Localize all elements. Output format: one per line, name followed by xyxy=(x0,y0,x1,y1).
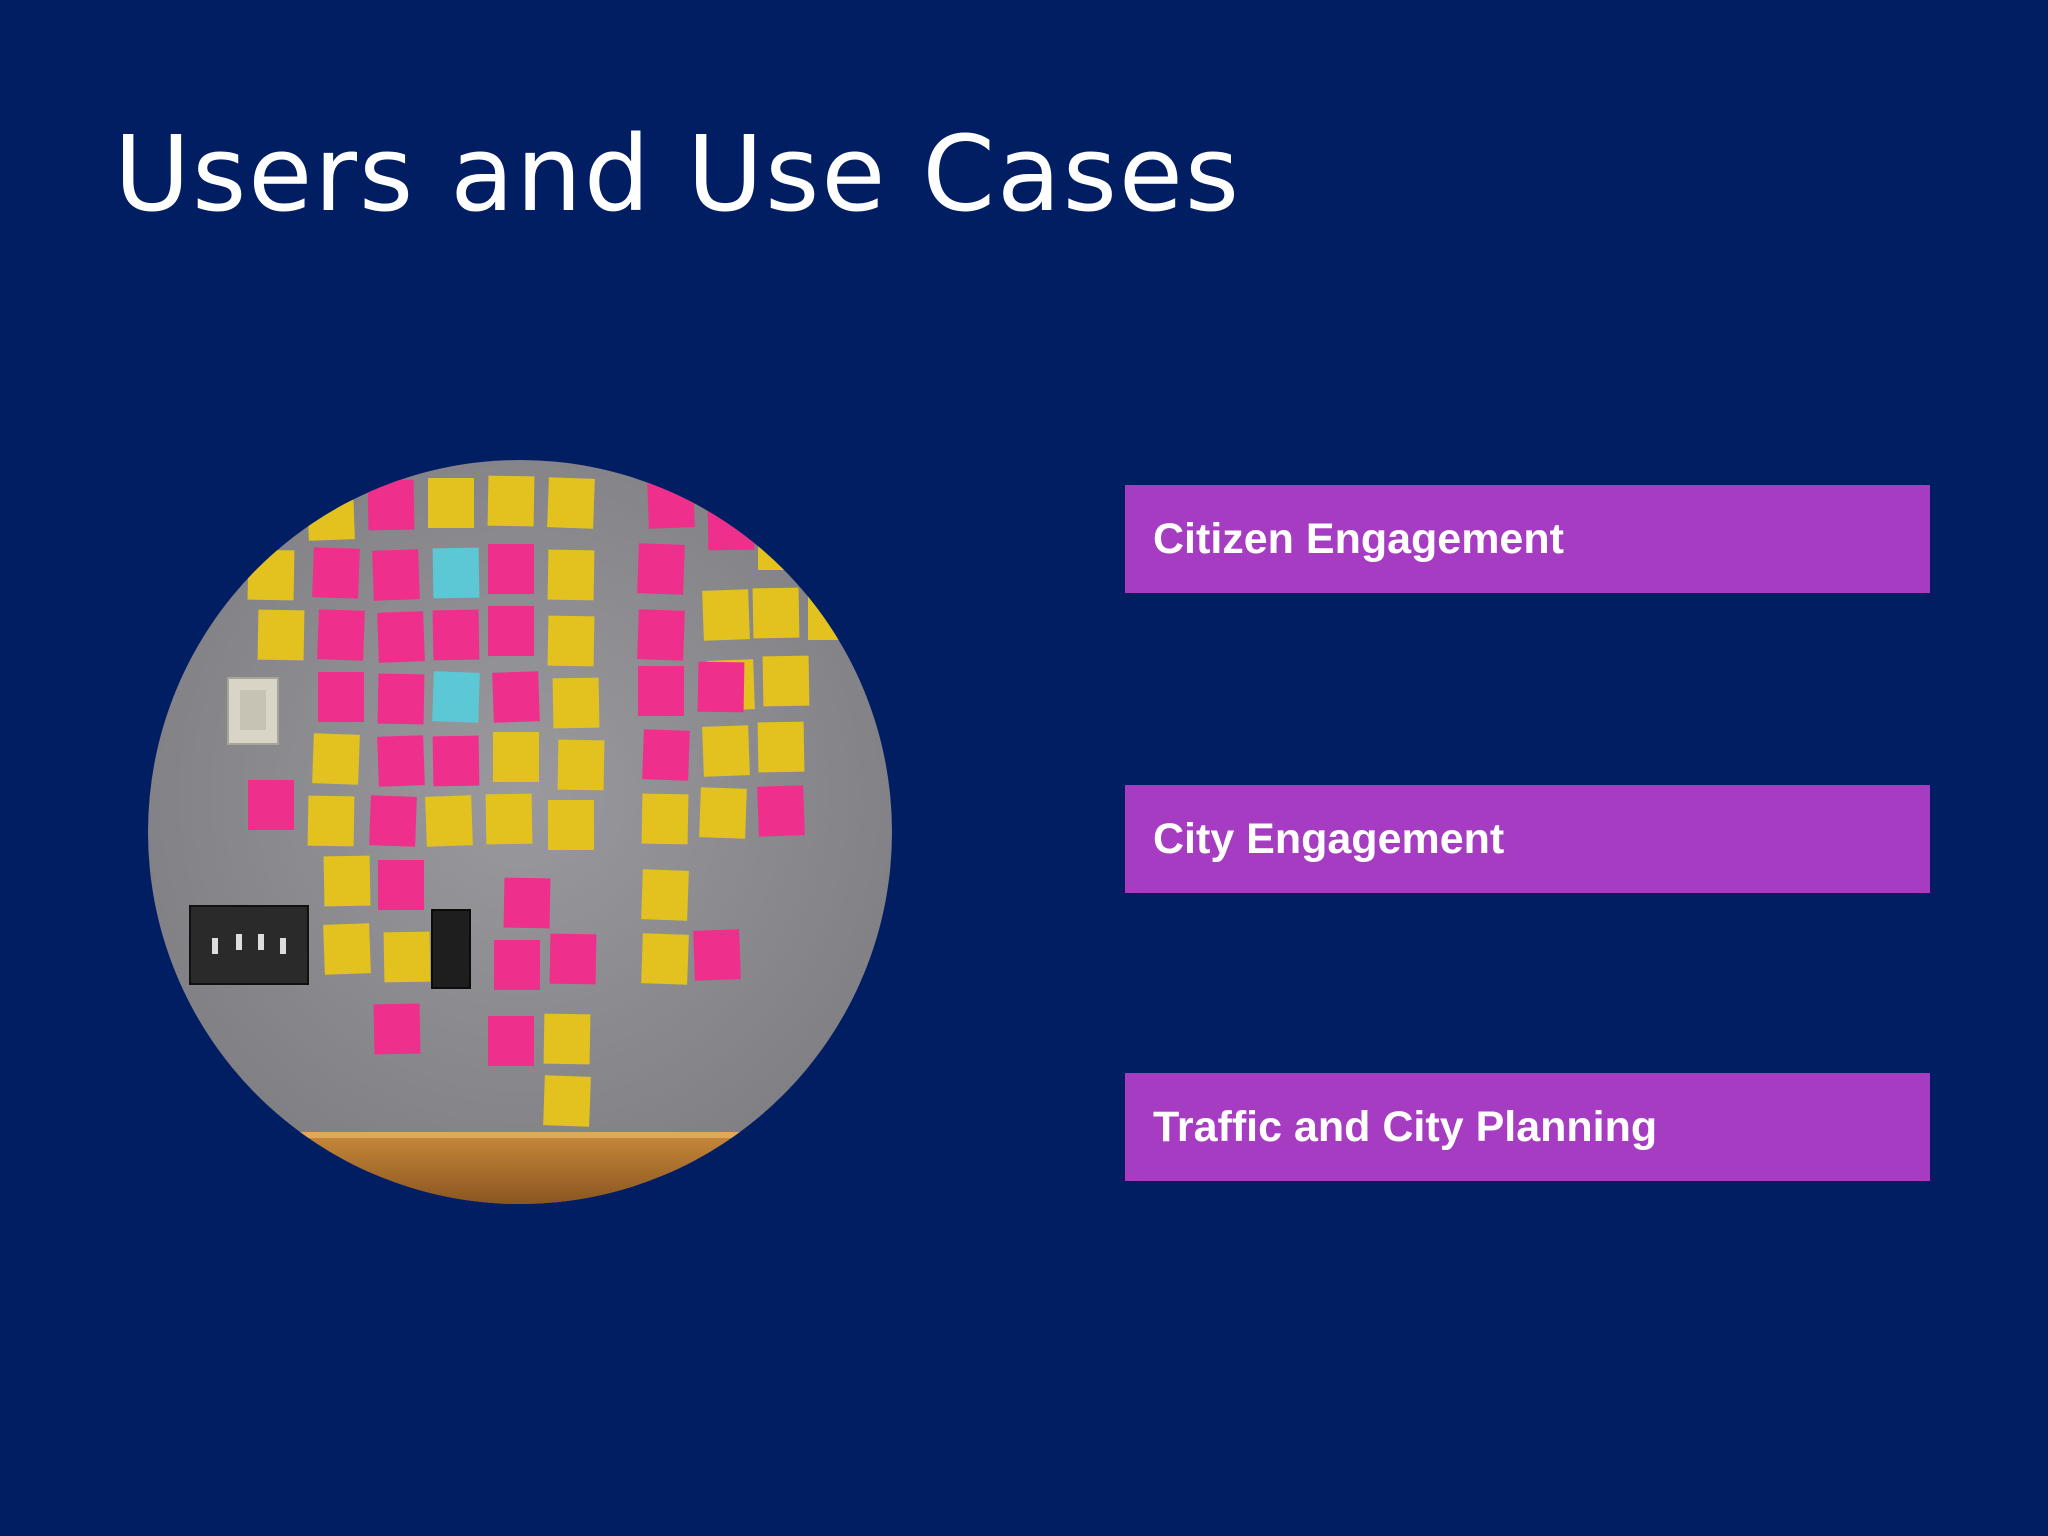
use-case-city-engagement: City Engagement xyxy=(1125,785,1930,893)
sticky-note xyxy=(485,793,533,845)
sticky-note xyxy=(757,785,805,837)
use-case-label: City Engagement xyxy=(1153,814,1505,863)
sticky-note xyxy=(762,655,810,707)
sticky-note xyxy=(642,729,690,781)
use-case-label: Traffic and City Planning xyxy=(1153,1102,1658,1151)
use-case-citizen-engagement: Citizen Engagement xyxy=(1125,485,1930,593)
sticky-note xyxy=(808,590,854,640)
sticky-note xyxy=(372,549,420,601)
sticky-note xyxy=(487,475,535,527)
sticky-note xyxy=(383,931,431,983)
sticky-note xyxy=(432,671,480,723)
sticky-note xyxy=(257,609,305,661)
sticky-note xyxy=(503,877,551,929)
switch-plate xyxy=(189,905,309,985)
sticky-note xyxy=(547,615,595,667)
sticky-note xyxy=(758,520,804,570)
use-case-traffic-city-planning: Traffic and City Planning xyxy=(1125,1073,1930,1181)
sticky-note xyxy=(312,547,360,599)
sticky-note xyxy=(488,1016,534,1066)
outlet-plate xyxy=(431,909,471,989)
wood-trim xyxy=(148,1132,892,1204)
sticky-note xyxy=(707,499,755,551)
sticky-note xyxy=(493,732,539,782)
sticky-note xyxy=(307,795,355,847)
sticky-note xyxy=(307,489,355,541)
sticky-note xyxy=(494,940,540,990)
sticky-note xyxy=(323,855,371,907)
sticky-note xyxy=(552,677,600,729)
sticky-note xyxy=(641,869,689,921)
sticky-note xyxy=(378,860,424,910)
sticky-note xyxy=(318,672,364,722)
sticky-note xyxy=(549,933,597,985)
sticky-note xyxy=(637,543,685,595)
sticky-notes-photo xyxy=(148,460,892,1204)
sticky-note xyxy=(543,1013,591,1065)
sticky-note xyxy=(697,661,745,713)
sticky-note xyxy=(752,587,800,639)
sticky-note xyxy=(323,923,371,975)
sticky-note xyxy=(638,666,684,716)
sticky-notes-wall-image xyxy=(148,460,892,1204)
sticky-note xyxy=(377,673,425,725)
use-case-label: Citizen Engagement xyxy=(1153,514,1564,563)
sticky-note xyxy=(432,609,480,661)
sticky-note xyxy=(369,795,417,847)
slide-title: Users and Use Cases xyxy=(114,113,1242,235)
sticky-note xyxy=(377,611,425,663)
sticky-note xyxy=(702,589,750,641)
sticky-note xyxy=(557,739,605,791)
sticky-note xyxy=(317,609,365,661)
sticky-note xyxy=(492,671,540,723)
sticky-note xyxy=(757,721,805,773)
sticky-note xyxy=(637,609,685,661)
sticky-note xyxy=(699,787,747,839)
sticky-note xyxy=(377,735,425,787)
sticky-note xyxy=(547,549,595,601)
sticky-notes xyxy=(247,475,854,1127)
sticky-note xyxy=(432,547,480,599)
sticky-note xyxy=(312,733,360,785)
sticky-note xyxy=(693,929,741,981)
sticky-note xyxy=(488,544,534,594)
sticky-note xyxy=(432,735,480,787)
sticky-note xyxy=(367,479,415,531)
sticky-note xyxy=(425,795,473,847)
sticky-note xyxy=(373,1003,421,1055)
sticky-note xyxy=(547,477,595,529)
sticky-note xyxy=(647,477,695,529)
sticky-note xyxy=(543,1075,591,1127)
sticky-note xyxy=(248,780,294,830)
sticky-note xyxy=(428,478,474,528)
sticky-note xyxy=(702,725,750,777)
sticky-note xyxy=(641,933,689,985)
sticky-note xyxy=(641,793,689,845)
sticky-note xyxy=(247,549,295,601)
sticky-note xyxy=(488,606,534,656)
sticky-note xyxy=(548,800,594,850)
